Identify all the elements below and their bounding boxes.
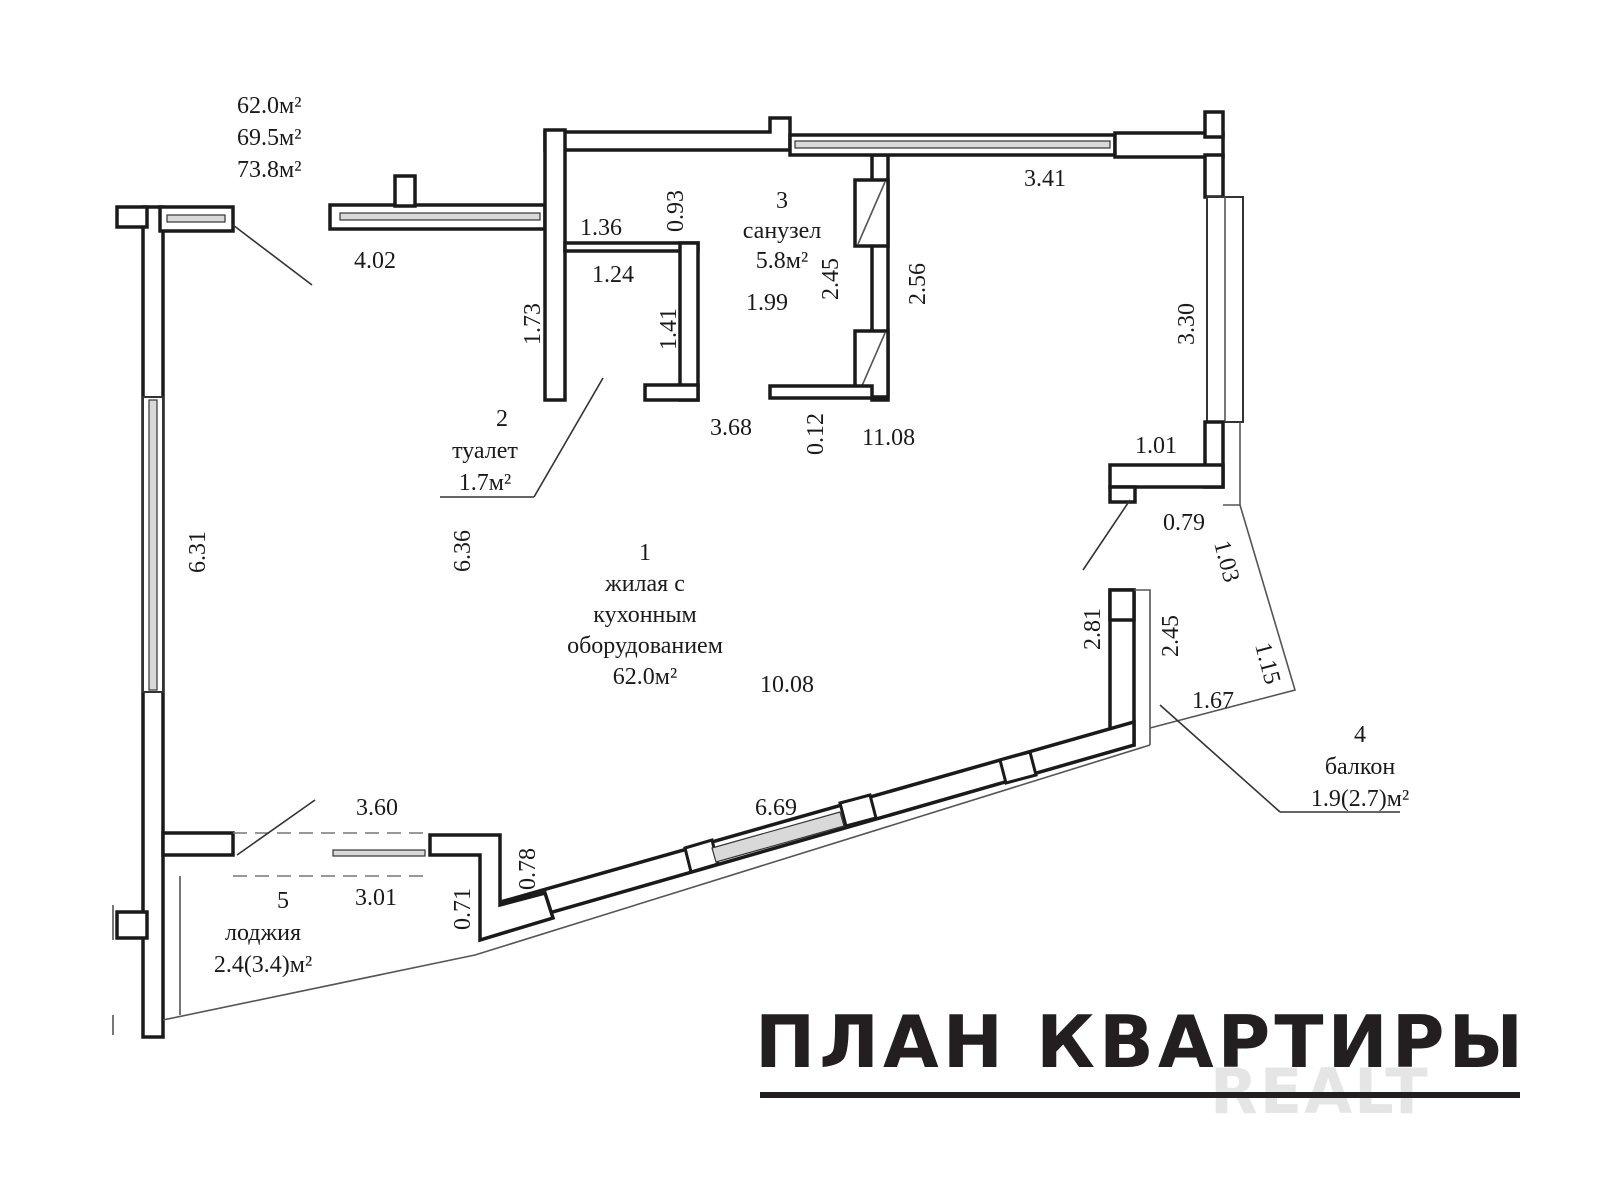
right-wall-return-stub — [1108, 485, 1137, 504]
dim-label: 2.56 — [905, 263, 931, 305]
dim-label: 1.24 — [592, 262, 634, 288]
room1-line1: жилая с — [604, 571, 685, 597]
dim-label: 1.36 — [580, 215, 622, 241]
left-bottom-stub — [115, 910, 149, 940]
dim-label: 0.78 — [515, 848, 541, 890]
left-window-glass — [148, 399, 158, 691]
walls — [112, 110, 1297, 1039]
room2-area: 1.7м² — [459, 470, 511, 496]
dim-label: 3.41 — [1024, 166, 1066, 192]
room2-name: туалет — [452, 438, 518, 464]
toilet-left-wall — [543, 128, 567, 402]
dim-label: 2.45 — [818, 258, 844, 300]
dim-label: 2.45 — [1158, 615, 1184, 657]
top-left-window — [166, 214, 226, 223]
dim-label: 1.03 — [1208, 538, 1244, 585]
right-wall-return — [1108, 463, 1225, 489]
top-wall-bathroom — [543, 116, 792, 152]
area-summary: 62.0м² 69.5м² 73.8м² — [237, 93, 301, 183]
entrance-stub — [393, 174, 417, 208]
leader-lines — [232, 224, 1400, 856]
area-total: 73.8м² — [237, 157, 301, 183]
dim-label: 10.08 — [760, 672, 814, 698]
dim-label: 1.67 — [1192, 688, 1234, 714]
area-living-total: 62.0м² — [237, 93, 301, 119]
room3-name: санузел — [743, 218, 822, 244]
dim-label: 3.30 — [1174, 303, 1200, 345]
room-labels: 1 жилая с кухонным оборудованием 62.0м² … — [214, 188, 1409, 978]
bottom-window-block-1 — [998, 750, 1038, 785]
dim-label: 6.31 — [185, 531, 211, 573]
toilet-top-partition — [563, 241, 700, 253]
area-without-outdoor: 69.5м² — [237, 125, 301, 151]
dim-label: 11.08 — [862, 425, 915, 451]
room1-area: 62.0м² — [613, 664, 677, 690]
watermark: REALT — [1210, 1055, 1430, 1128]
loggia-right-wall — [428, 833, 556, 943]
balcony-outline — [1149, 422, 1297, 729]
title-underline — [760, 1092, 1520, 1098]
dim-label: 1.15 — [1249, 640, 1285, 687]
dim-label: 3.01 — [355, 885, 397, 911]
top-right-stub — [1203, 110, 1225, 139]
dim-label: 6.69 — [755, 795, 797, 821]
room5-area: 2.4(3.4)м² — [214, 952, 312, 978]
toilet-door-stub — [643, 383, 700, 402]
right-lower-wall-cap — [1108, 588, 1136, 622]
loggia-outer-line — [162, 954, 476, 1021]
page-title: ПЛАН КВАРТИРЫ — [755, 1000, 1528, 1084]
right-wall-top-block — [1203, 153, 1225, 199]
dim-label: 1.01 — [1135, 433, 1177, 459]
room4-area: 1.9(2.7)м² — [1311, 786, 1409, 812]
dim-label: 2.81 — [1080, 608, 1106, 650]
left-wall-top-stub — [115, 205, 149, 229]
dim-label: 1.99 — [746, 290, 788, 316]
dim-label: 3.60 — [356, 795, 398, 821]
room3-area: 5.8м² — [756, 248, 808, 274]
dim-label: 0.79 — [1163, 510, 1205, 536]
room5-name: лоджия — [225, 920, 301, 946]
dim-label: 3.68 — [710, 415, 752, 441]
loggia-left-wall — [161, 831, 235, 857]
room1-line3: оборудованием — [567, 633, 723, 659]
top-right-window — [794, 140, 1111, 149]
dim-label: 0.12 — [803, 413, 829, 455]
top-wall-entrance-inner — [339, 212, 541, 221]
room1-number: 1 — [639, 540, 651, 566]
bottom-slanted-outer — [474, 744, 1151, 956]
dim-label: 6.36 — [450, 530, 476, 572]
dim-label: 1.41 — [656, 308, 682, 350]
dim-label: 0.93 — [663, 190, 689, 232]
room5-number: 5 — [277, 888, 289, 914]
loggia-door-glass — [332, 849, 426, 857]
bathroom-door-stub — [768, 384, 874, 400]
dim-label: 4.02 — [354, 248, 396, 274]
room4-name: балкон — [1325, 754, 1395, 780]
room4-number: 4 — [1354, 722, 1366, 748]
room2-number: 2 — [496, 406, 508, 432]
dim-label: 1.73 — [520, 303, 546, 345]
dimension-labels: 4.02 1.36 0.93 1.24 1.73 1.41 2.45 2.56 … — [185, 166, 1285, 930]
room1-line2: кухонным — [593, 602, 696, 628]
toilet-right-wall — [678, 241, 700, 402]
bottom-window-block-3 — [683, 838, 720, 874]
dim-label: 0.71 — [450, 888, 476, 930]
bottom-window-block-2 — [838, 793, 878, 828]
room3-number: 3 — [776, 188, 788, 214]
bottom-window-glass — [711, 811, 845, 863]
